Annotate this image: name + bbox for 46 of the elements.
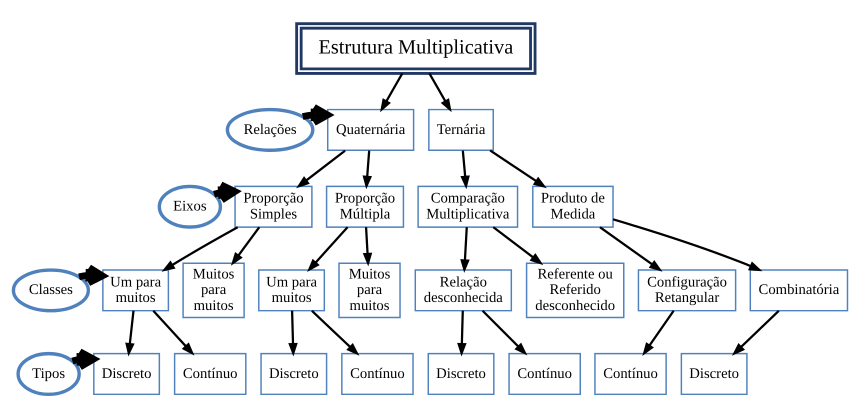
node-box: Discreto — [680, 352, 748, 395]
node-box: Estrutura Multiplicativa — [294, 22, 536, 74]
arrow — [362, 150, 372, 189]
node-box: Contínuo — [594, 352, 666, 395]
arrow — [310, 309, 359, 356]
node-box: Discreto — [427, 352, 494, 395]
node-box: Discreto — [92, 352, 160, 395]
node-box: Combinatória — [749, 268, 848, 311]
node-box: Relação desconhecida — [414, 268, 512, 311]
arrow — [152, 310, 194, 356]
arrow — [456, 310, 466, 356]
arrow — [612, 218, 762, 271]
arrow — [288, 310, 298, 356]
arrow — [306, 226, 348, 272]
node-box: Contínuo — [173, 352, 246, 395]
arrow — [492, 226, 543, 265]
node-box: Referente ou Referido desconhecido — [525, 262, 624, 318]
arrow — [642, 310, 674, 356]
node-box: Produto de Medida — [532, 185, 614, 228]
node-box: Contínuo — [340, 352, 414, 395]
arrow — [460, 226, 470, 272]
node-box: Comparação Multiplicativa — [416, 185, 518, 228]
node-box: Ternária — [428, 108, 494, 150]
node-box: Muitos para muitos — [338, 262, 400, 318]
node-box: Um para muitos — [258, 268, 325, 311]
arrow — [380, 72, 403, 112]
arrow — [362, 226, 372, 266]
node-box: Contínuo — [508, 352, 580, 395]
node-box: Um para muitos — [102, 268, 169, 311]
arrow — [460, 150, 470, 189]
arrow — [598, 226, 662, 272]
node-box: Discreto — [260, 352, 327, 395]
node-box: Proporção Simples — [234, 185, 312, 228]
arrow — [489, 149, 546, 188]
arrow — [731, 309, 780, 356]
node-box: Muitos para muitos — [182, 262, 244, 318]
arrow — [124, 310, 134, 356]
node-box: Configuração Retangular — [637, 268, 736, 311]
arrow — [230, 226, 260, 266]
arrow — [161, 226, 238, 272]
node-box: Proporção Múltipla — [325, 185, 404, 228]
arrow — [428, 72, 452, 112]
arrow — [481, 309, 527, 356]
arrow — [296, 149, 346, 188]
arrow — [302, 103, 332, 126]
node-box: Quaternária — [326, 108, 414, 150]
